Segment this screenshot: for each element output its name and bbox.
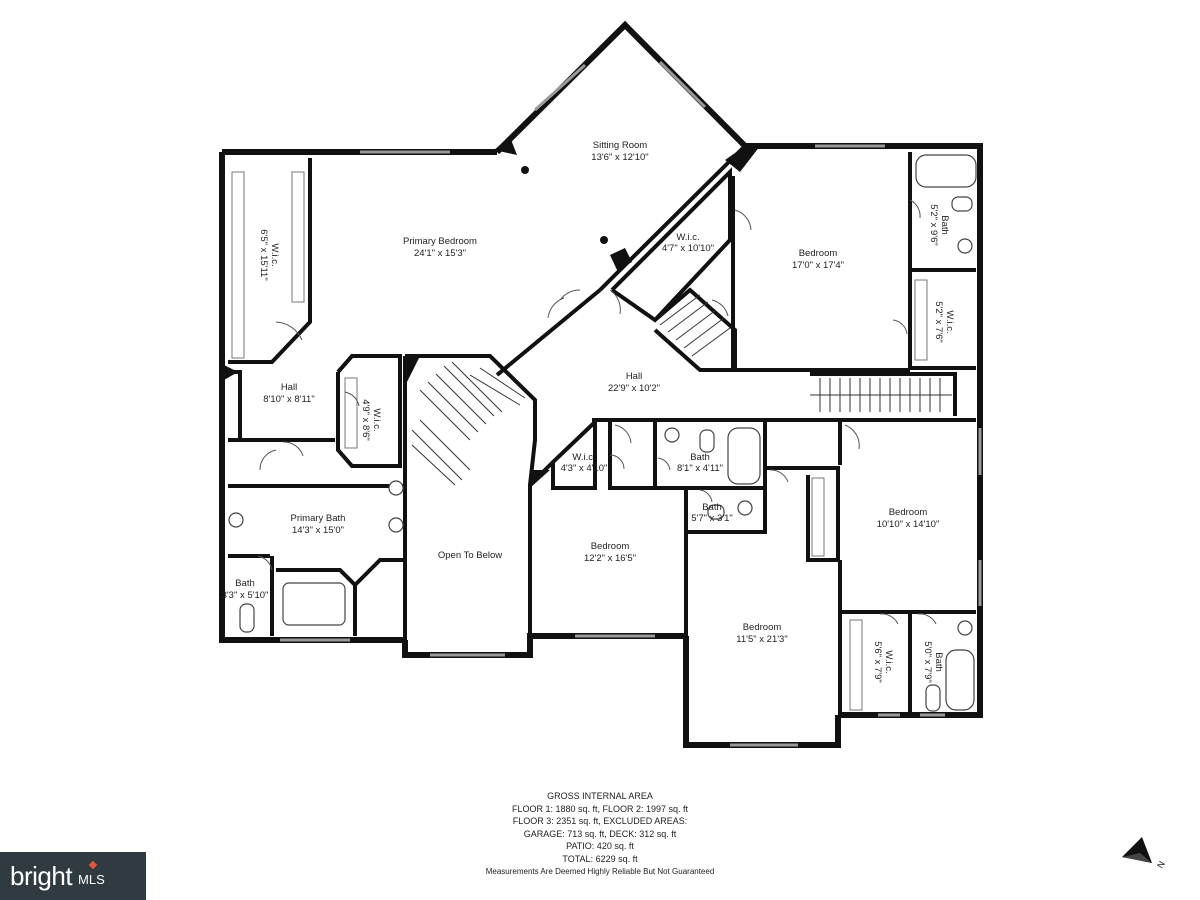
room-dims: 14'3" x 15'0"	[292, 525, 344, 536]
bathtub-icon	[282, 582, 346, 626]
stair-center	[411, 361, 526, 486]
room-name: Open To Below	[438, 550, 502, 561]
room-name: Bath	[690, 452, 710, 463]
fixtures	[228, 154, 977, 712]
disclaimer: Measurements Are Deemed Highly Reliable …	[485, 866, 715, 876]
room-dims: 5'0" x 7'9"	[922, 641, 933, 683]
stair-diag	[659, 294, 731, 357]
room-name: Sitting Room	[593, 140, 647, 151]
room-name: W.i.c.	[371, 408, 382, 431]
room-name: Bath	[235, 578, 255, 589]
room-labels: Sitting Room 13'6" x 12'10" Primary Bedr…	[222, 140, 955, 683]
room-name: Primary Bedroom	[403, 236, 477, 247]
sink-icon	[388, 517, 404, 533]
room-dims: 4'7" x 10'10"	[662, 243, 714, 254]
columns	[521, 166, 608, 244]
area-line: FLOOR 3: 2351 sq. ft, EXCLUDED AREAS:	[512, 816, 688, 827]
room-dims: 22'9" x 10'2"	[608, 383, 660, 394]
room-dims: 12'2" x 16'5"	[584, 553, 636, 564]
room-dims: 3'3" x 5'10"	[222, 590, 269, 601]
sink-icon	[664, 427, 680, 443]
room-dims: 11'5" x 21'3"	[736, 634, 787, 645]
compass-label: N	[1155, 859, 1167, 870]
toilet-icon	[951, 196, 973, 212]
room-dims: 24'1" x 15'3"	[414, 248, 466, 259]
room-name: W.i.c.	[676, 232, 699, 243]
room-name: Bedroom	[799, 248, 838, 259]
bathtub-icon	[945, 649, 975, 711]
room-dims: 6'5" x 15'11"	[258, 229, 269, 280]
sink-icon	[228, 512, 244, 528]
area-summary: GROSS INTERNAL AREA FLOOR 1: 1880 sq. ft…	[400, 790, 800, 878]
area-line: PATIO: 420 sq. ft	[566, 841, 634, 852]
room-name: Hall	[626, 371, 642, 382]
north-arrow-icon: N	[1122, 837, 1167, 870]
room-dims: 5'7" x 3'1"	[691, 513, 733, 524]
interior-walls	[228, 144, 976, 715]
room-dims: 10'10" x 14'10"	[877, 519, 940, 530]
room-dims: 17'0" x 17'4"	[792, 260, 844, 271]
area-line: FLOOR 1: 1880 sq. ft, FLOOR 2: 1997 sq. …	[511, 803, 689, 814]
room-dims: 8'10" x 8'11"	[263, 394, 314, 405]
closet-shelves	[231, 171, 928, 711]
room-name: Bedroom	[591, 541, 630, 552]
room-dims: 4'3" x 4'10"	[561, 463, 608, 474]
toilet-icon	[699, 429, 715, 453]
wall-fills	[224, 137, 760, 488]
logo-wordmark: bright	[10, 860, 73, 891]
sink-icon	[957, 238, 973, 254]
toilet-icon	[239, 603, 255, 633]
toilet-icon	[707, 504, 725, 520]
room-name: W.i.c.	[883, 650, 894, 673]
stair-east	[810, 378, 952, 412]
room-name: Bedroom	[889, 507, 928, 518]
room-name: W.i.c.	[269, 243, 280, 266]
sink-icon	[737, 500, 753, 516]
room-name: Bath	[933, 652, 944, 672]
room-name: Bath	[939, 215, 950, 235]
toilet-icon	[925, 684, 941, 712]
sink-icon	[957, 620, 973, 636]
bright-mls-logo: bright MLS	[0, 852, 146, 900]
room-dims: 8'1" x 4'11"	[677, 463, 723, 474]
room-name: W.i.c.	[572, 452, 595, 463]
room-name: Hall	[281, 382, 297, 393]
logo-suffix: MLS	[78, 871, 105, 887]
room-dims: 5'2" x 7'6"	[933, 301, 944, 343]
room-dims: 5'2" x 9'6"	[928, 204, 939, 246]
room-name: W.i.c.	[944, 310, 955, 333]
room-name: Primary Bath	[291, 513, 346, 524]
room-name: Bath	[702, 502, 722, 513]
room-dims: 13'6" x 12'10"	[591, 152, 648, 163]
doors	[257, 199, 937, 625]
windows	[280, 60, 982, 747]
area-heading: GROSS INTERNAL AREA	[547, 791, 653, 801]
bathtub-icon	[915, 154, 977, 188]
stairs	[411, 294, 952, 486]
sink-icon	[388, 480, 404, 496]
bathtub-icon	[727, 427, 761, 485]
room-name: Bedroom	[743, 622, 782, 633]
area-total: TOTAL: 6229 sq. ft	[562, 853, 638, 864]
logo-accent-icon	[88, 860, 98, 870]
room-dims: 5'6" x 7'9"	[872, 641, 883, 683]
area-line: GARAGE: 713 sq. ft, DECK: 312 sq. ft	[523, 828, 677, 839]
room-dims: 4'9" x 8'6"	[360, 399, 371, 441]
